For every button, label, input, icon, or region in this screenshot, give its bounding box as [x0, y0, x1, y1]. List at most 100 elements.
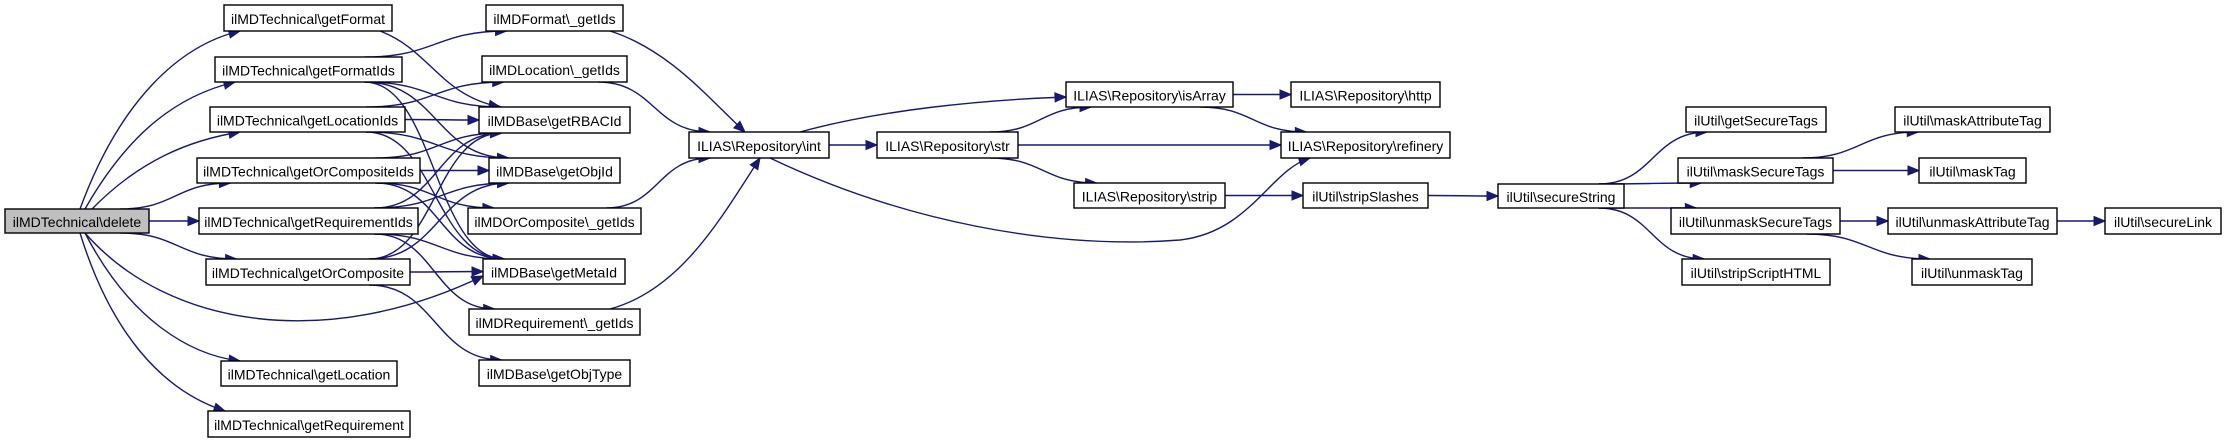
node-delete[interactable]: ilMDTechnical\delete: [4, 208, 150, 234]
node-label: ilUtil\stripSlashes: [1312, 189, 1419, 205]
node-label: ilMDTechnical\getRequirement: [214, 417, 404, 433]
node-box: [478, 106, 631, 134]
node-maskAttributeTag[interactable]: ilUtil\maskAttributeTag: [1894, 106, 2051, 133]
node-getObjId[interactable]: ilMDBase\getObjId: [488, 157, 621, 184]
node-unmaskAttributeTag[interactable]: ilUtil\unmaskAttributeTag: [1887, 207, 2058, 235]
node-box: [1065, 81, 1234, 108]
node-strip[interactable]: ILIAS\Repository\strip: [1073, 182, 1226, 209]
node-label: ilMDTechnical\getRequirementIds: [204, 214, 413, 230]
arrowhead-icon: [1279, 89, 1293, 100]
node-secureLink[interactable]: ilUtil\secureLink: [2104, 207, 2222, 235]
node-isArray[interactable]: ILIAS\Repository\isArray: [1065, 81, 1234, 108]
edge-line: [84, 81, 236, 210]
node-label: ILIAS\Repository\refinery: [1288, 138, 1444, 154]
edge-line: [84, 232, 241, 362]
arrowhead-icon: [865, 139, 879, 151]
node-box: [1280, 131, 1451, 159]
arrowhead-icon: [477, 165, 491, 176]
nodes-layer: ilMDTechnical\delete ilMDTechnical\getFor…: [4, 4, 2222, 438]
node-maskSecureTags[interactable]: ilUtil\maskSecureTags: [1677, 157, 1834, 184]
node-label: ilUtil\secureLink: [2114, 214, 2213, 230]
arrowhead-icon: [1269, 139, 1283, 151]
node-label: ilMDTechnical\getLocationIds: [217, 113, 398, 129]
node-box: [207, 410, 411, 438]
node-box: [481, 55, 628, 83]
node-stripScriptHTML[interactable]: ilUtil\stripScriptHTML: [1681, 258, 1831, 286]
node-box: [467, 207, 642, 235]
node-label: ilUtil\getSecureTags: [1694, 113, 1818, 129]
node-getMetaId[interactable]: ilMDBase\getMetaId: [482, 258, 626, 285]
node-box: [1685, 106, 1827, 133]
edge-int-to-isArray: [799, 92, 1068, 133]
node-http[interactable]: ILIAS\Repository\http: [1290, 81, 1441, 108]
node-getRequirement[interactable]: ilMDTechnical\getRequirement: [207, 410, 411, 438]
edge-line: [374, 233, 505, 260]
node-label: ilMDBase\getObjType: [487, 366, 623, 382]
edge-delete-to-getRequirementIds: [149, 215, 201, 227]
node-label: ilMDTechnical\getLocation: [228, 367, 391, 383]
node-box: [214, 56, 403, 83]
arrowhead-icon: [1876, 215, 1890, 227]
edge-isArray-to-http: [1232, 89, 1293, 100]
node-refinery[interactable]: ILIAS\Repository\refinery: [1280, 131, 1451, 159]
node-getRBACId[interactable]: ilMDBase\getRBACId: [478, 106, 631, 134]
edge-stripSlashes-to-secureString: [1427, 190, 1500, 202]
node-str[interactable]: ILIAS\Repository\str: [876, 131, 1019, 159]
edge-line: [597, 81, 711, 133]
node-box: [223, 4, 393, 32]
node-getRequirementIds[interactable]: ilMDTechnical\getRequirementIds: [198, 207, 419, 235]
node-box: [876, 131, 1019, 159]
node-label: ilMDBase\getObjId: [496, 164, 613, 180]
node-label: ilUtil\unmaskSecureTags: [1679, 214, 1832, 230]
node-box: [1918, 157, 2027, 184]
edge-requirementGetIds-to-int: [609, 156, 761, 310]
edge-line: [609, 157, 761, 310]
edge-line: [365, 81, 504, 108]
node-getOrComposite[interactable]: ilMDTechnical\getOrComposite: [205, 258, 411, 286]
node-stripSlashes[interactable]: ilUtil\stripSlashes: [1302, 182, 1429, 209]
node-unmaskSecureTags[interactable]: ilUtil\unmaskSecureTags: [1670, 207, 1841, 235]
arrowhead-icon: [467, 114, 481, 126]
node-label: ILIAS\Repository\int: [697, 138, 821, 154]
node-requirementGetIds[interactable]: ilMDRequirement\_getIds: [468, 308, 641, 336]
edge-line: [374, 132, 502, 209]
node-int[interactable]: ILIAS\Repository\int: [688, 131, 830, 159]
edge-line: [369, 284, 502, 361]
edge-getOrComposite-to-getRBACId: [369, 127, 503, 260]
node-unmaskTag[interactable]: ilUtil\unmaskTag: [1911, 258, 2033, 286]
node-box: [482, 258, 626, 285]
edge-str-to-refinery: [1018, 139, 1283, 151]
node-getLocation[interactable]: ilMDTechnical\getLocation: [220, 360, 398, 387]
node-box: [1670, 207, 1841, 235]
arrowhead-icon: [187, 215, 201, 227]
edge-line: [364, 30, 507, 58]
node-getOrCompositeIds[interactable]: ilMDTechnical\getOrCompositeIds: [196, 157, 421, 184]
edge-line: [606, 157, 711, 209]
node-getObjType[interactable]: ilMDBase\getObjType: [478, 359, 631, 387]
arrowhead-icon: [732, 120, 746, 133]
edge-delete-to-getFormatIds: [84, 79, 237, 210]
edge-maskSecureTags-to-maskTag: [1832, 165, 1921, 176]
node-label: ilMDFormat\_getIds: [493, 11, 615, 27]
node-orCompositeGetIds[interactable]: ilMDOrComposite\_getIds: [467, 207, 642, 235]
node-label: ILIAS\Repository\strip: [1082, 189, 1218, 205]
node-locationGetIds[interactable]: ilMDLocation\_getIds: [481, 55, 628, 83]
edge-line: [369, 182, 509, 260]
node-formatGetIds[interactable]: ilMDFormat\_getIds: [485, 4, 624, 32]
node-box: [196, 157, 421, 184]
node-label: ilMDOrComposite\_getIds: [474, 214, 634, 230]
edge-line: [91, 131, 241, 210]
edge-line: [369, 132, 502, 260]
node-box: [2104, 207, 2222, 235]
node-secureString[interactable]: ilUtil\secureString: [1497, 183, 1625, 209]
node-maskTag[interactable]: ilUtil\maskTag: [1918, 157, 2027, 184]
edge-formatGetIds-to-int: [609, 30, 746, 133]
node-getSecureTags[interactable]: ilUtil\getSecureTags: [1685, 106, 1827, 133]
edge-line: [989, 106, 1092, 133]
edge-line: [79, 30, 241, 210]
node-box: [485, 4, 624, 32]
node-getFormatIds[interactable]: ilMDTechnical\getFormatIds: [214, 56, 403, 83]
node-getFormat[interactable]: ilMDTechnical\getFormat: [223, 4, 393, 32]
node-getLocationIds[interactable]: ilMDTechnical\getLocationIds: [209, 106, 406, 133]
node-label: ilUtil\secureString: [1507, 189, 1616, 205]
